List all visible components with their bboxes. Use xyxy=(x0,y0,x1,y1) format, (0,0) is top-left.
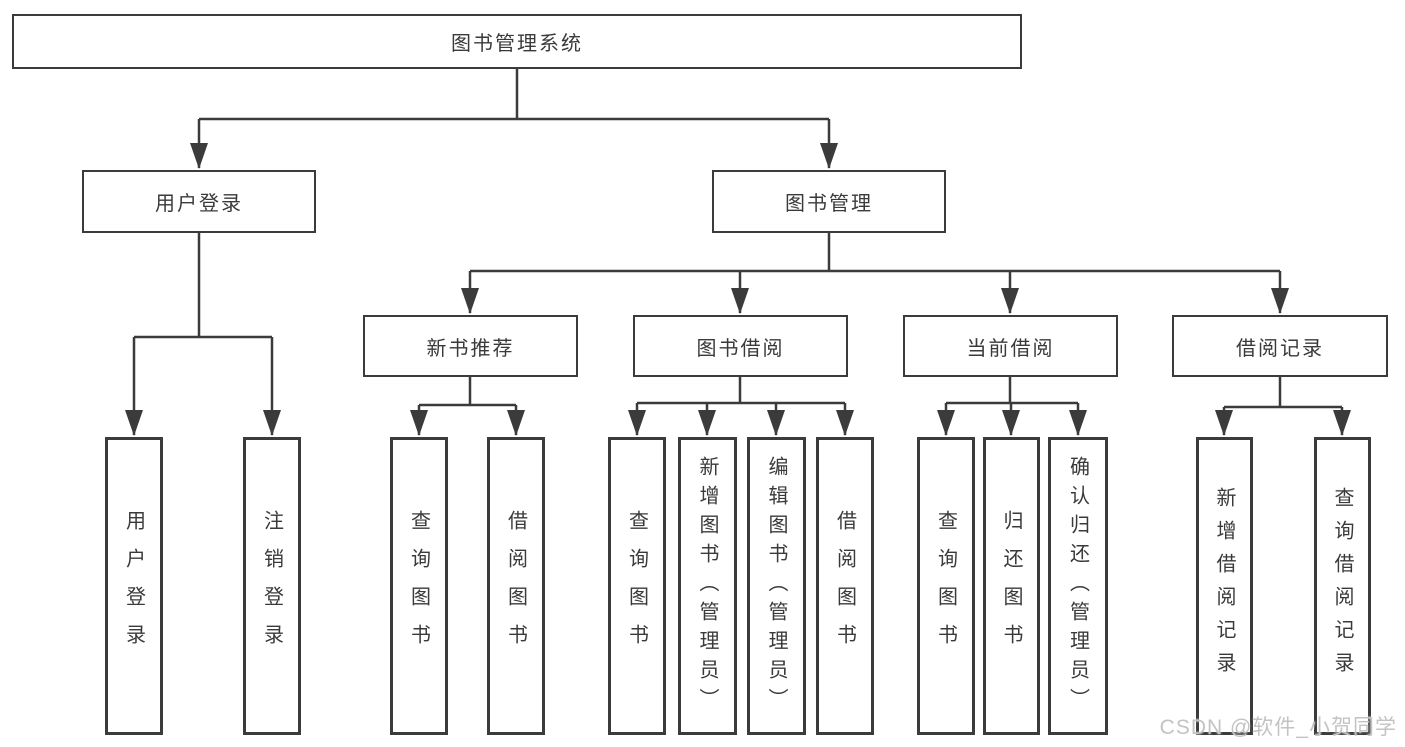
leaf-query-books-current: 查询图书 xyxy=(917,437,975,735)
csdn-watermark: CSDN @软件_小贺同学 xyxy=(1159,716,1397,739)
leaf-add-books-admin: 新增图书（管理员） xyxy=(678,437,737,735)
node-root-library-system: 图书管理系统 xyxy=(12,14,1022,69)
leaf-borrow-books: 借阅图书 xyxy=(816,437,874,735)
leaf-return-books: 归还图书 xyxy=(983,437,1040,735)
node-new-book-recommend: 新书推荐 xyxy=(363,315,578,377)
leaf-query-borrow-record: 查询借阅记录 xyxy=(1314,437,1371,735)
leaf-user-login: 用户登录 xyxy=(105,437,163,735)
leaf-borrow-books-recommend: 借阅图书 xyxy=(487,437,545,735)
leaf-add-borrow-record: 新增借阅记录 xyxy=(1196,437,1253,735)
node-borrow-records: 借阅记录 xyxy=(1172,315,1388,377)
leaf-query-books-recommend: 查询图书 xyxy=(390,437,448,735)
leaf-edit-books-admin: 编辑图书（管理员） xyxy=(747,437,806,735)
leaf-confirm-return-admin: 确认归还（管理员） xyxy=(1048,437,1108,735)
node-user-login: 用户登录 xyxy=(82,170,316,233)
node-book-borrow: 图书借阅 xyxy=(633,315,848,377)
leaf-query-books-borrow: 查询图书 xyxy=(608,437,666,735)
node-book-management: 图书管理 xyxy=(712,170,946,233)
leaf-logout-login: 注销登录 xyxy=(243,437,301,735)
node-current-borrow: 当前借阅 xyxy=(903,315,1118,377)
